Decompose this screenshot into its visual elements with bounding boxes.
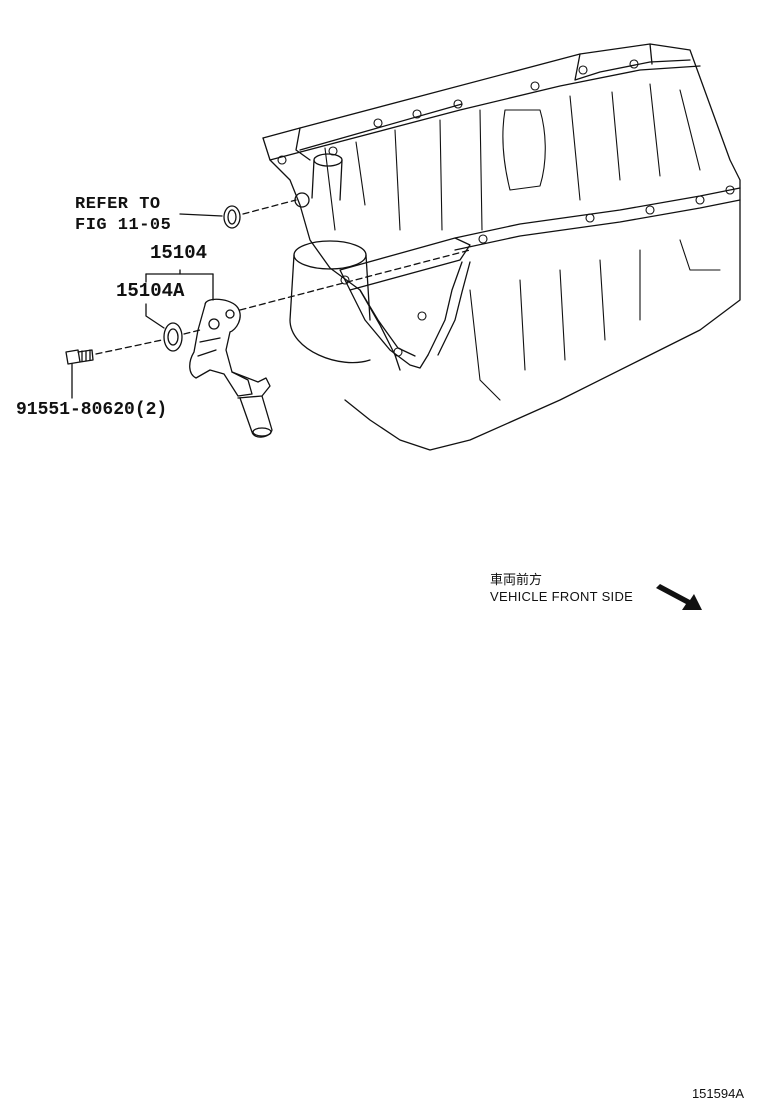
leader-refer <box>179 213 223 217</box>
dash-guide <box>239 249 471 311</box>
block-ribs <box>324 83 721 401</box>
refer-line-2: FIG 11-05 <box>75 216 172 235</box>
part-number-bolt: 91551-80620(2) <box>16 400 168 420</box>
leader-15104a <box>145 303 165 329</box>
oil-filter-boss <box>289 153 371 364</box>
part-15104 <box>189 298 273 438</box>
oil-pan-outline <box>262 43 741 451</box>
diagram-id: 151594A <box>691 1086 744 1101</box>
arrow-down-right-icon <box>656 584 702 610</box>
vehicle-front-japanese: 車両前方 <box>490 573 543 588</box>
flange-bolt-holes <box>277 59 735 357</box>
engine-block-illustration <box>65 43 741 451</box>
oring-refer <box>223 205 241 229</box>
flange <box>269 65 741 369</box>
dash-bolt <box>95 339 163 355</box>
part-number-15104: 15104 <box>150 242 208 264</box>
vehicle-front-label: 車両前方 VEHICLE FRONT SIDE <box>490 573 633 604</box>
oring-15104a <box>163 322 183 352</box>
bracket-15104 <box>145 269 214 301</box>
vehicle-front-english: VEHICLE FRONT SIDE <box>490 588 634 604</box>
refer-line-1: REFER TO <box>75 195 161 214</box>
bolt-91551 <box>65 349 94 365</box>
refer-to-callout: REFER TO FIG 11-05 <box>75 196 171 238</box>
dash-union <box>183 329 201 335</box>
dash-refer <box>242 199 297 215</box>
part-number-15104a: 15104A <box>116 280 185 302</box>
